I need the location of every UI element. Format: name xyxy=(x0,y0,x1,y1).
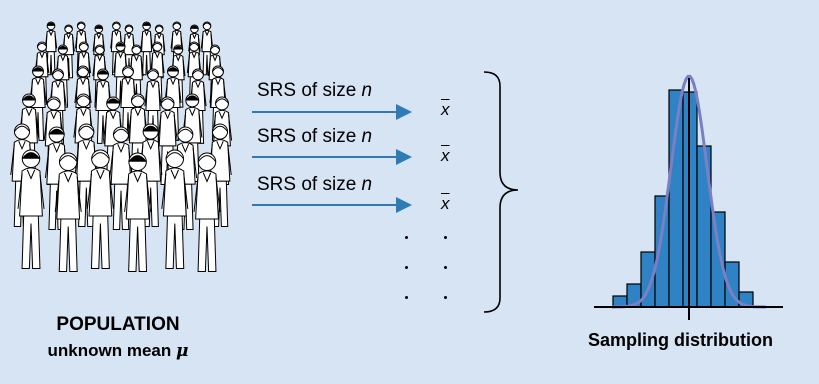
population-title: POPULATION xyxy=(56,314,180,335)
histogram-bar xyxy=(710,211,726,308)
sample-arrows xyxy=(252,104,412,213)
sample-label-1: SRS of size n xyxy=(257,80,372,102)
sample-label-text: SRS of size xyxy=(257,174,362,195)
sample-label-text: SRS of size xyxy=(257,126,362,147)
population-subtitle: unknown mean μ xyxy=(30,341,206,361)
sample-mean-3: x xyxy=(441,194,450,213)
crowd-illustration xyxy=(10,21,233,272)
sample-size-symbol: n xyxy=(361,126,373,147)
sample-label-text: SRS of size xyxy=(257,80,362,101)
curly-brace-icon xyxy=(483,71,519,313)
sample-label-2: SRS of size n xyxy=(257,126,372,148)
sample-size-symbol: n xyxy=(361,174,373,195)
mu-symbol: μ xyxy=(176,341,189,361)
sample-mean-2: x xyxy=(441,146,450,165)
normal-curve xyxy=(612,74,766,309)
sample-label-3: SRS of size n xyxy=(257,174,372,196)
population-subtitle-text: unknown mean xyxy=(47,341,176,360)
sampling-distribution-label: Sampling distribution xyxy=(588,330,773,350)
sample-size-symbol: n xyxy=(361,80,373,101)
sampling-histogram xyxy=(612,89,754,308)
sample-mean-1: x xyxy=(441,100,450,119)
